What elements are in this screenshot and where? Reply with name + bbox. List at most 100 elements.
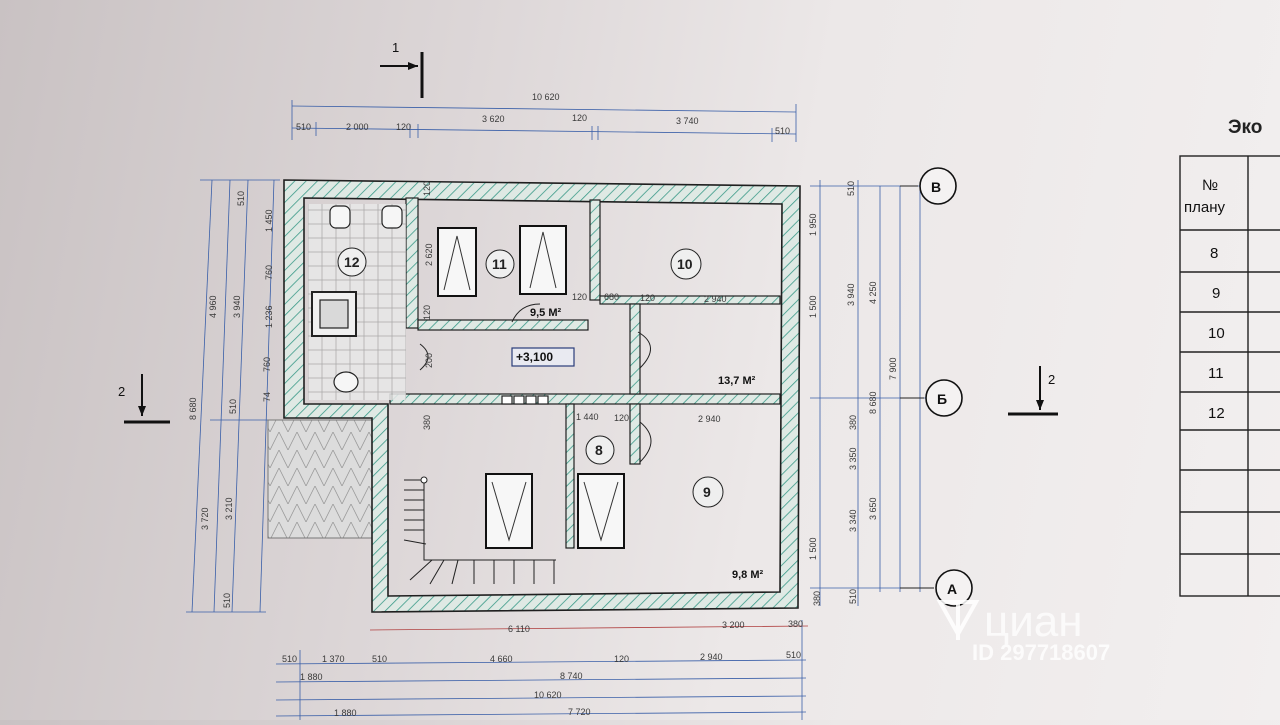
dim-door-c: 120 [422,181,432,196]
section-mark-2-left: 2 [118,374,170,424]
left-dim-mid1: 4 960 [208,295,218,318]
right-dim-inner-3: 1 500 [808,295,818,318]
left-dim-inner-6: 510 [228,399,238,414]
top-dim-seg-6: 3 740 [676,116,699,126]
top-dim-overall: 10 620 [532,92,560,102]
dim-r8-a: 1 440 [576,412,599,422]
right-dim-inner-5: 1 500 [808,537,818,560]
table-row-3: 10 [1208,325,1225,342]
axis-v: В [900,167,957,205]
vent-marks [501,395,549,405]
bottom-row2-2: 1 370 [322,654,345,664]
top-dim-seg-5: 120 [572,113,587,123]
interior-walls [389,197,781,549]
watermark: циан ID 297718607 [936,597,1110,665]
skylight-windows [437,225,625,549]
section-mark-2-right: 2 [1008,366,1058,416]
bottom-row1-a: 6 110 [508,624,530,634]
room-8[interactable]: 8 [585,435,615,465]
dim-door-b: 380 [422,415,432,430]
bottom-row3-2: 8 740 [560,671,583,681]
room-10-area: 13,7 М² [718,375,756,387]
table-row-4: 11 [1208,365,1224,382]
left-dim-inner-2: 1 450 [264,209,274,232]
right-dim-c: 4 250 [868,281,878,304]
right-dim-inner-4: 380 [848,415,858,430]
bottom-row2-4: 4 660 [490,654,513,664]
left-dim-mid2: 3 940 [232,295,242,318]
top-dim-seg-1: 510 [296,122,311,132]
section-mark-1-label: 1 [392,40,399,55]
right-dim-a: 3 940 [846,283,856,306]
room-9-number: 9 [703,484,711,500]
level-mark-label: +3,100 [516,350,553,364]
bottom-row2-7: 510 [786,650,801,660]
bottom-row2-3: 510 [372,654,387,664]
axis-a: А [900,569,973,607]
page-title: Эко [1228,117,1262,138]
room-10-number: 10 [677,256,693,272]
top-dim-seg-2: 2 000 [346,122,369,132]
watermark-logo-icon [936,600,980,640]
door-swings [419,303,652,463]
table-row-5: 12 [1208,405,1225,422]
left-dim-inner-7: 510 [222,593,232,608]
room-11-area: 9,5 М² [530,307,562,319]
dim-r10-a: 120 [572,292,587,302]
bottom-dimensions [275,620,809,720]
table-header-line1: № [1202,177,1218,194]
section-mark-2-right-label: 2 [1048,372,1055,387]
right-dim-inner-6: 380 [812,591,822,606]
left-dim-inner-1: 510 [236,191,246,206]
right-dim-inner-1: 510 [846,181,856,196]
dim-r8-b: 120 [614,413,629,423]
terrace-area [267,419,377,539]
section-mark-2-left-label: 2 [118,384,125,399]
top-dim-seg-3: 120 [396,122,411,132]
table-row-2: 9 [1212,285,1220,302]
right-dim-f: 7 900 [888,357,898,380]
right-dim-b: 3 350 [848,447,858,470]
staircase [403,476,556,585]
top-dim-seg-4: 3 620 [482,114,505,124]
top-dim-seg-7: 510 [775,126,790,136]
left-dim-inner-4: 1 236 [264,305,274,328]
dim-r10-b: 680 [604,292,619,302]
bottom-row4-1: 10 620 [534,690,562,700]
bottom-row2-1: 510 [282,654,297,664]
bottom-row2-6: 2 940 [700,652,723,662]
dim-r12-a: 120 [422,305,432,320]
axis-b-label: Б [937,391,947,407]
axis-a-label: А [947,581,957,597]
left-dim-inner-5: 760 [262,357,272,372]
bottom-row5-1: 1 880 [334,708,357,718]
right-dim-d: 3 340 [848,509,858,532]
table-row-1: 8 [1210,245,1218,262]
dim-r9-a: 2 940 [698,414,721,424]
dim-r11-height: 2 620 [424,243,434,266]
right-dim-h: 510 [848,589,858,604]
table-header-line2: плану [1184,199,1226,216]
bottom-row2-5: 120 [614,654,629,664]
room-8-number: 8 [595,442,603,458]
room-11[interactable]: 11 [485,249,515,279]
dim-door-a: 200 [424,353,434,368]
bottom-row1-b: 3 200 [722,620,745,630]
bottom-row5-2: 7 720 [568,707,591,717]
room-12[interactable]: 12 [337,247,367,277]
room-9-area: 9,8 М² [732,569,764,581]
axis-v-label: В [931,179,941,195]
toilet-fixture [329,205,403,229]
right-dim-inner-2: 1 950 [808,213,818,236]
axis-b: Б [900,379,963,417]
left-dimensions [186,179,280,613]
room-9[interactable]: 9 [692,476,724,508]
room-10[interactable]: 10 [670,248,702,280]
watermark-id: ID 297718607 [972,640,1110,665]
shower-tray [311,291,357,337]
room-12-number: 12 [344,254,360,270]
left-dim-gap: 74 [262,392,272,402]
room-table [1179,155,1280,597]
